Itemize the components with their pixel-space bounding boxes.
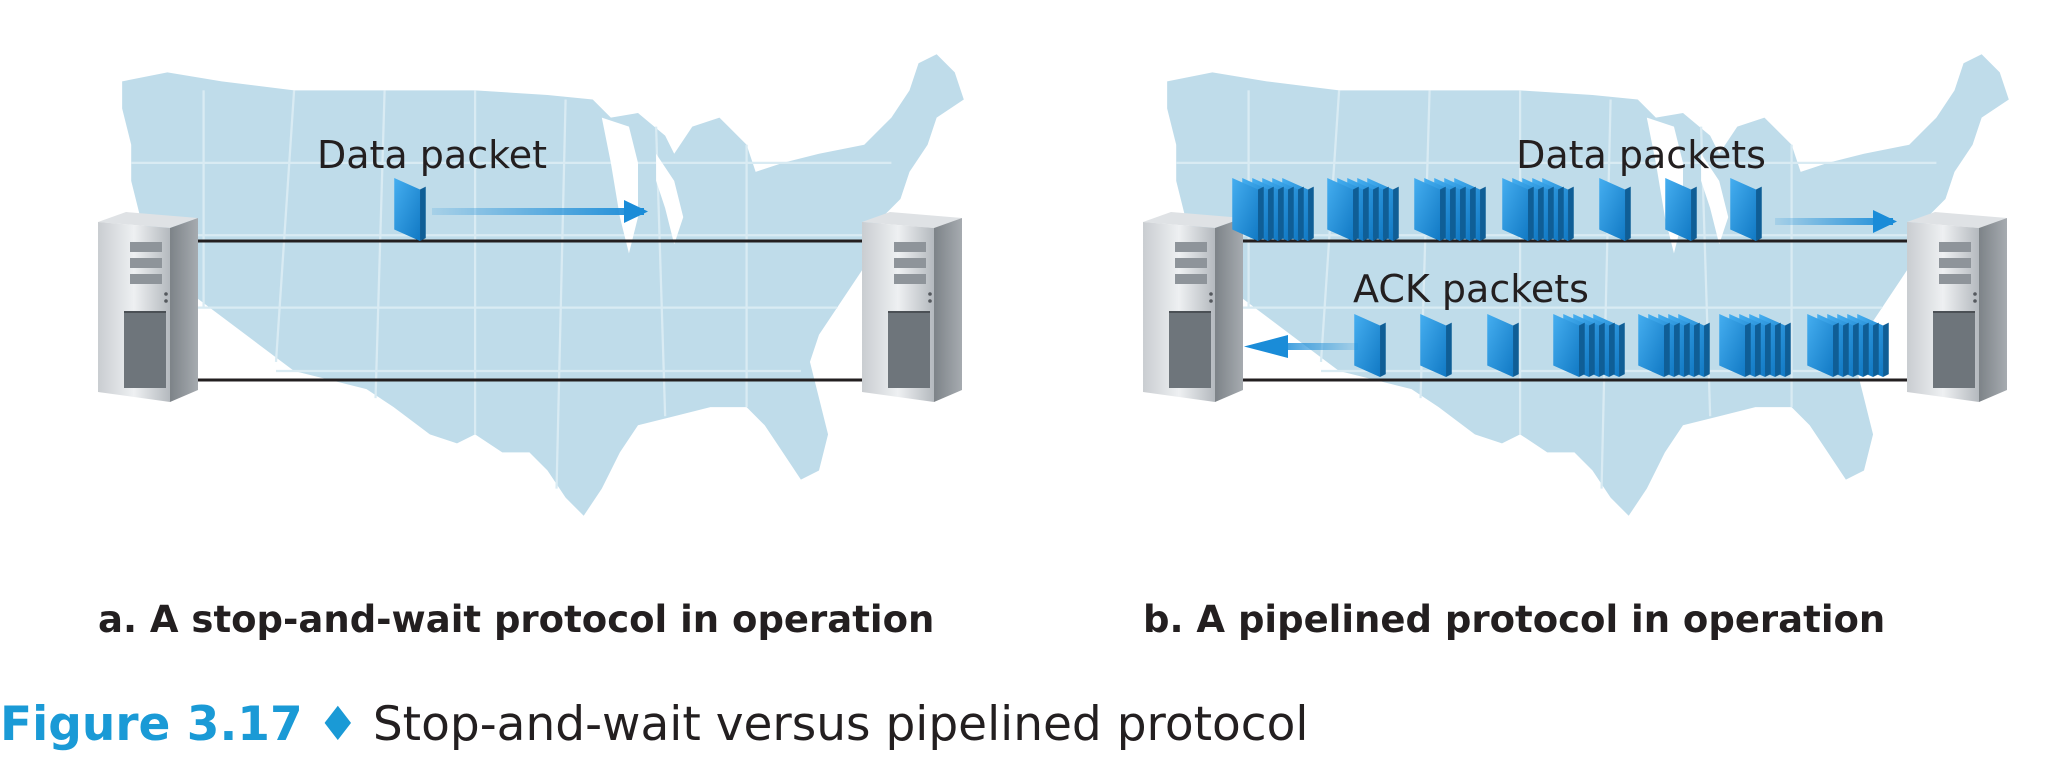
us-map-icon [122, 54, 964, 516]
panel-a-stop-and-wait: Data packet a. A stop-and-wait protocol … [98, 54, 964, 641]
figure-title: Stop-and-wait versus pipelined protocol [372, 697, 1309, 752]
arrow-left-icon [1244, 335, 1358, 358]
sender-server-icon-b [1143, 212, 1243, 402]
diamond-icon: ♦ [316, 697, 359, 752]
receiver-server-icon [862, 212, 962, 402]
ack-packets-label: ACK packets [1353, 267, 1589, 311]
data-packet-label: Data packet [317, 133, 547, 177]
panel-a-caption: a. A stop-and-wait protocol in operation [98, 598, 934, 641]
figure-caption: Figure 3.17♦Stop-and-wait versus pipelin… [0, 690, 1308, 760]
data-packets-label: Data packets [1516, 133, 1766, 177]
arrow-right-icon-b [1775, 210, 1897, 233]
panel-b-caption: b. A pipelined protocol in operation [1143, 598, 1885, 641]
figure-number: Figure 3.17 [0, 697, 303, 752]
panel-b-pipelined: Data packets ACK packets b. A pipelined … [1143, 54, 2009, 641]
receiver-server-icon-b [1907, 212, 2007, 402]
arrow-right-icon [432, 200, 648, 223]
sender-server-icon [98, 212, 198, 402]
